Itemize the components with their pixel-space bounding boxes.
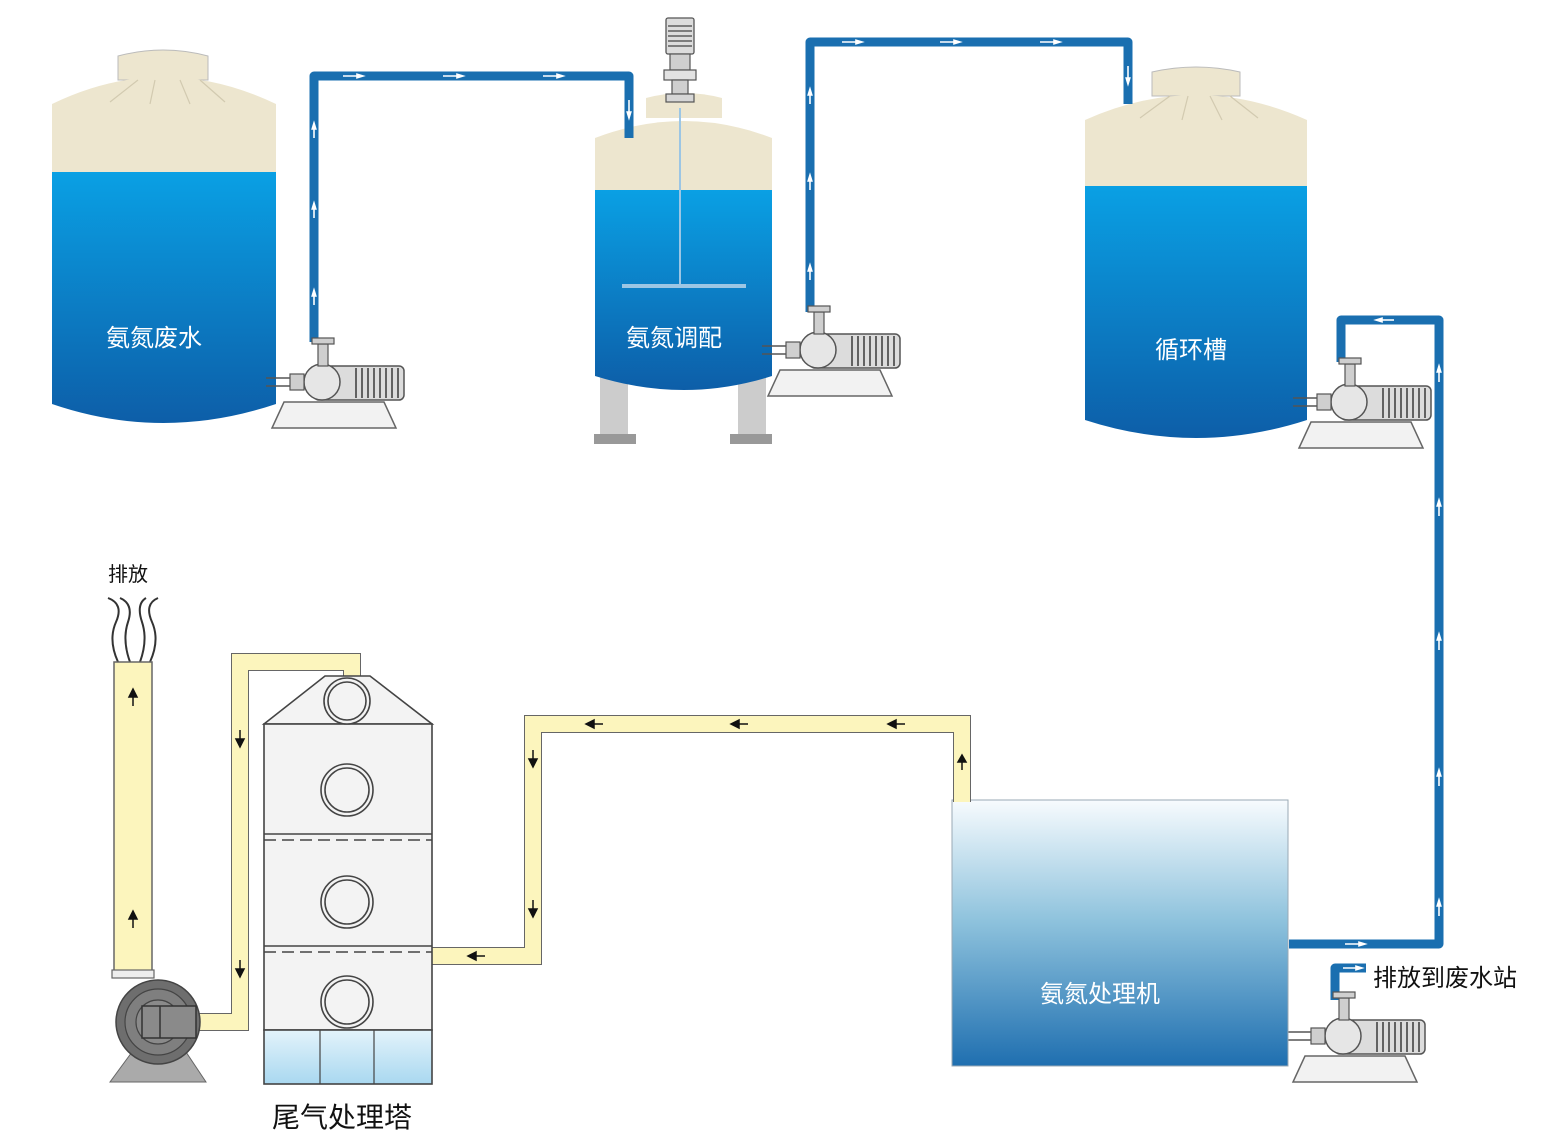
pump-discharge-icon — [1286, 991, 1426, 1083]
label-discharge: 排放 — [108, 562, 148, 586]
pump-circulation-icon — [1292, 357, 1432, 449]
gas-ducts — [198, 653, 971, 1031]
label-ammonia-wastewater: 氨氮废水 — [106, 324, 202, 352]
pump-regulating-icon — [761, 305, 901, 397]
agitator-motor-icon — [663, 17, 697, 103]
label-exhaust-tower: 尾气处理塔 — [272, 1101, 413, 1134]
label-ammonia-processor: 氨氮处理机 — [1040, 980, 1160, 1008]
pump-wastewater-icon — [265, 337, 405, 429]
water-pipes — [309, 37, 1444, 1000]
exhaust-tower — [261, 675, 435, 1085]
label-circulation-tank: 循环槽 — [1155, 336, 1227, 364]
tank-ammonia-regulating — [594, 17, 772, 444]
exhaust-fan-icon — [109, 979, 207, 1083]
exhaust-stack — [107, 597, 159, 979]
tank-circulation — [1085, 66, 1307, 438]
discharge-fumes-icon — [107, 597, 159, 663]
ammonia-processor — [951, 799, 1289, 1067]
label-ammonia-regulating: 氨氮调配 — [626, 324, 722, 352]
label-discharge-to-station: 排放到废水站 — [1373, 964, 1517, 992]
tank-ammonia-wastewater — [52, 49, 276, 423]
